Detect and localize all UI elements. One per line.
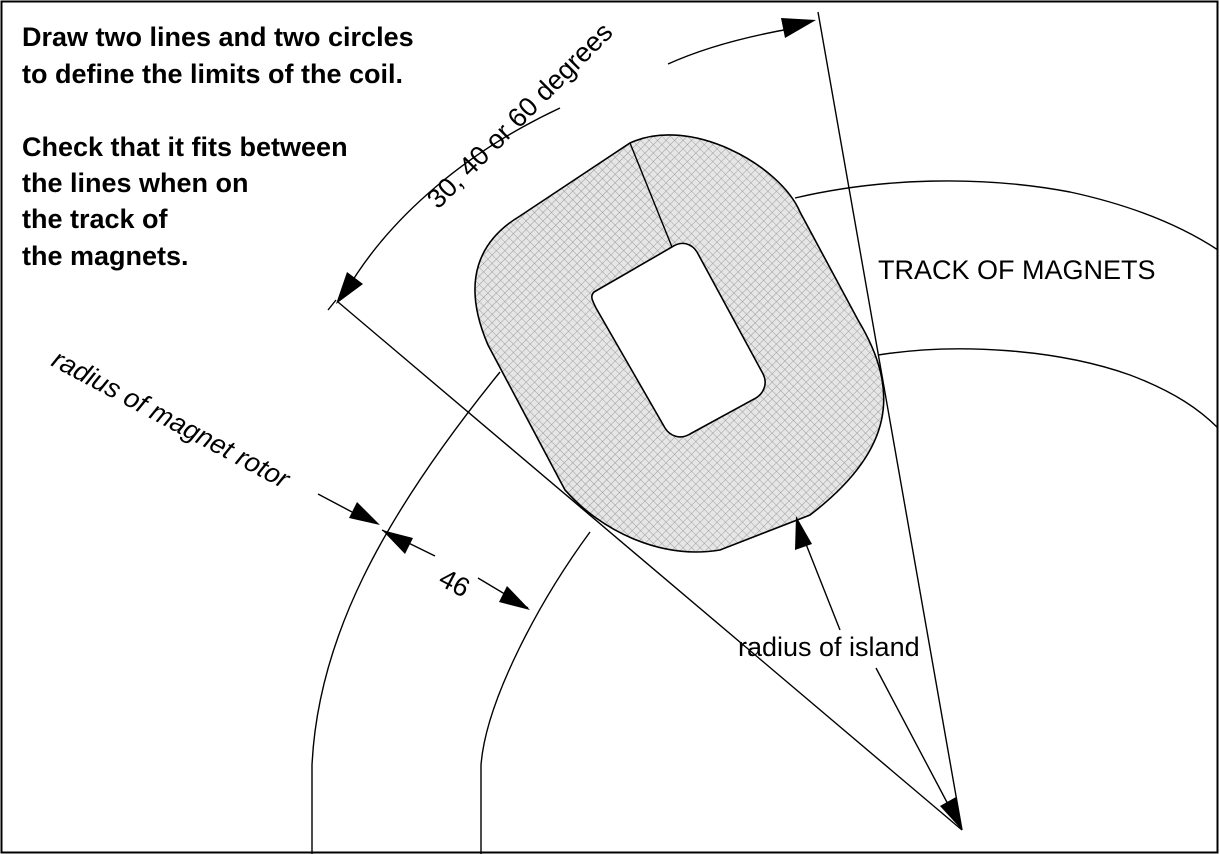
rotor-radius-arrow-icon <box>349 502 380 525</box>
island-arrow-top-icon <box>795 516 812 550</box>
rotor-leader-line <box>317 493 353 513</box>
check-line-2: the lines when on <box>22 168 249 198</box>
width-arrow-right-icon <box>499 586 530 610</box>
check-line-1: Check that it fits between <box>22 132 348 162</box>
island-radius-label: radius of island <box>738 632 920 662</box>
radial-line-tick <box>327 299 337 311</box>
track-label: TRACK OF MAGNETS <box>878 255 1156 285</box>
check-line-4: the magnets. <box>22 241 189 271</box>
instruction-line-1: Draw two lines and two circles <box>22 22 414 52</box>
radial-line-left <box>337 301 963 831</box>
island-arrow-center-icon <box>940 797 962 830</box>
angle-arrow-right-icon <box>781 18 816 38</box>
island-leader-lower <box>875 667 951 809</box>
check-line-3: the track of <box>22 204 169 234</box>
angle-arrow-left-icon <box>336 272 363 304</box>
coil <box>474 134 885 553</box>
width-value-label: 46 <box>434 563 475 604</box>
instruction-line-2: to define the limits of the coil. <box>22 59 403 89</box>
rotor-outer-circle <box>311 371 501 854</box>
angle-arc-right <box>667 27 796 65</box>
rotor-inner-circle <box>480 531 591 854</box>
rotor-radius-label: radius of magnet rotor <box>47 344 295 495</box>
track-inner-arc <box>877 348 1219 429</box>
radial-line-right <box>817 11 963 831</box>
coil-center-line <box>629 142 673 248</box>
angle-arc-left <box>344 107 561 294</box>
width-arrow-left-icon <box>382 530 413 554</box>
island-leader-upper <box>801 533 841 631</box>
track-outer-arc <box>794 180 1219 251</box>
coil-center-hole <box>591 242 766 438</box>
